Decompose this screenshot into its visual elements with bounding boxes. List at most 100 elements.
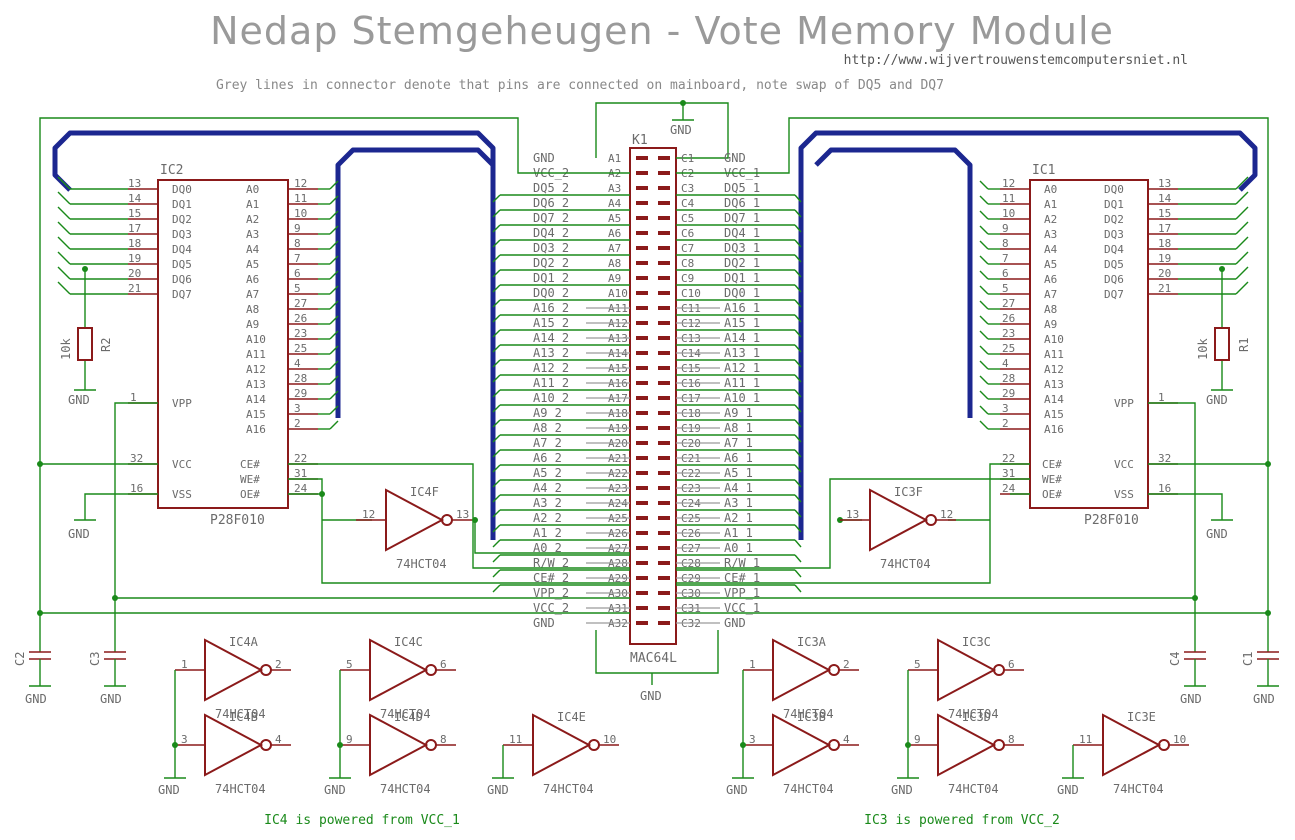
ic1-a-pin-number: 8 — [1002, 237, 1009, 250]
bus-tap-right — [794, 434, 802, 443]
ic4d-in-number: 9 — [346, 733, 353, 746]
bus-tap-right — [794, 404, 802, 413]
junction-dot — [319, 491, 325, 497]
connector-net-right: VPP_1 — [724, 586, 760, 600]
ic3c-ref: IC3C — [962, 635, 991, 649]
connector-net-right: A11_1 — [724, 376, 760, 390]
page-title: Nedap Stemgeheugen - Vote Memory Module — [210, 9, 1114, 53]
connector-net-left: A8_2 — [533, 421, 562, 435]
connector-net-left: DQ6_2 — [533, 196, 569, 210]
source-url[interactable]: http://www.wijvertrouwenstemcomputersnie… — [844, 53, 1188, 68]
bus-tap-left — [492, 569, 501, 578]
ic1-ctrl-pin-number: 16 — [1158, 482, 1171, 495]
bus-tap-right — [794, 269, 802, 278]
ic2-a-tap — [329, 300, 339, 310]
ic2-dq-label: DQ4 — [172, 243, 192, 256]
junction-dot — [680, 100, 686, 106]
connector-pad-right — [658, 531, 670, 535]
bus-tap-right — [794, 359, 802, 368]
ic2-a-pin-number: 23 — [294, 327, 307, 340]
ic1-a-pin-number: 29 — [1002, 387, 1015, 400]
bus-tap-left — [492, 464, 501, 473]
ic1-a-tap — [979, 180, 989, 190]
resistor-r2: 10k R2 GND — [59, 266, 113, 407]
connector-net-left: DQ7_2 — [533, 211, 569, 225]
ic1-a-tap — [979, 420, 989, 430]
connector-net-right: A16_1 — [724, 301, 760, 315]
ic1-ctrl-label: VCC — [1114, 458, 1134, 471]
ic3a-value: 74HCT04 — [783, 707, 834, 721]
ce-wires — [288, 463, 1030, 584]
bus-tap-left — [492, 419, 501, 428]
ic4d-triangle — [369, 713, 429, 777]
ic1-a-pin-number: 7 — [1002, 252, 1009, 265]
ic2-a-tap — [329, 210, 339, 220]
connector-pad-left — [636, 471, 648, 475]
connector-net-right: CE#_1 — [724, 571, 760, 585]
connector-pad-left — [636, 186, 648, 190]
ic1-dq-label: DQ0 — [1104, 183, 1124, 196]
ic1-dq-pin-number: 20 — [1158, 267, 1171, 280]
connector-net-left: DQ0_2 — [533, 286, 569, 300]
connector-net-right: A0_1 — [724, 541, 753, 555]
ic4a-gnd-wire — [164, 670, 186, 779]
connector-pad-right — [658, 366, 670, 370]
connector-pin-left: A3 — [608, 182, 621, 195]
r1-value: 10k — [1196, 338, 1210, 360]
ic1-a-pin-number: 26 — [1002, 312, 1015, 325]
connector-pad-left — [636, 336, 648, 340]
ic1-dq-tap — [1235, 206, 1249, 220]
cap-ref: C1 — [1241, 652, 1255, 666]
ic3e-gnd-wire — [1062, 745, 1084, 779]
ic1-dq-label: DQ3 — [1104, 228, 1124, 241]
bus-tap-left — [492, 209, 501, 218]
connector-note: Grey lines in connector denote that pins… — [216, 78, 944, 93]
ic1-a-label: A11 — [1044, 348, 1064, 361]
connector-pad-left — [636, 321, 648, 325]
ic4d-ref: IC4D — [394, 710, 423, 724]
bus-tap-right — [794, 494, 802, 503]
cap-ref: C4 — [1168, 652, 1182, 666]
bus-tap-left — [492, 314, 501, 323]
ic2-a-tap — [329, 375, 339, 385]
connector-net-right: GND — [724, 616, 746, 630]
bus-tap-right — [794, 254, 802, 263]
cap-gnd: GND — [100, 692, 122, 706]
ic2-ctrl2-pin-number: 24 — [294, 482, 308, 495]
ic3c-triangle — [937, 638, 997, 702]
ic2-value: P28F010 — [210, 513, 265, 528]
r1-wire — [1211, 269, 1233, 391]
ic2-pins: DQ013DQ114DQ215DQ317DQ418DQ519DQ620DQ721… — [57, 176, 339, 501]
junction-dot — [337, 742, 343, 748]
ic2-a-label: A7 — [246, 288, 259, 301]
ic1-dq-pin-number: 13 — [1158, 177, 1171, 190]
ic3f-triangle — [869, 488, 929, 552]
ic4b-value: 74HCT04 — [215, 782, 266, 796]
ic2-dq-pin-number: 19 — [128, 252, 141, 265]
ic2-ctrl2-pin-number: 31 — [294, 467, 307, 480]
ic3d-ref: IC3D — [962, 710, 991, 724]
connector-pad-left — [636, 171, 648, 175]
ic4e-value: 74HCT04 — [543, 782, 594, 796]
bus-tap-left — [492, 254, 501, 263]
bus-tap-right — [794, 314, 802, 323]
ic1-a-tap — [979, 330, 989, 340]
ic1-a-tap — [979, 360, 989, 370]
ic2-a-label: A13 — [246, 378, 266, 391]
bus-ic2-dq — [52, 130, 496, 296]
ic3c-gnd: GND — [891, 783, 913, 797]
connector-net-right: DQ5_1 — [724, 181, 760, 195]
ic1-a-pin-number: 2 — [1002, 417, 1009, 430]
junction-dot — [1265, 610, 1271, 616]
ic1-dq-pin-number: 19 — [1158, 252, 1171, 265]
ic2-ctrl2-pin-number: 22 — [294, 452, 307, 465]
ic2-a-pin-number: 2 — [294, 417, 301, 430]
ic1-dq-pin-number: 14 — [1158, 192, 1172, 205]
ic4b-ref: IC4B — [229, 710, 258, 724]
